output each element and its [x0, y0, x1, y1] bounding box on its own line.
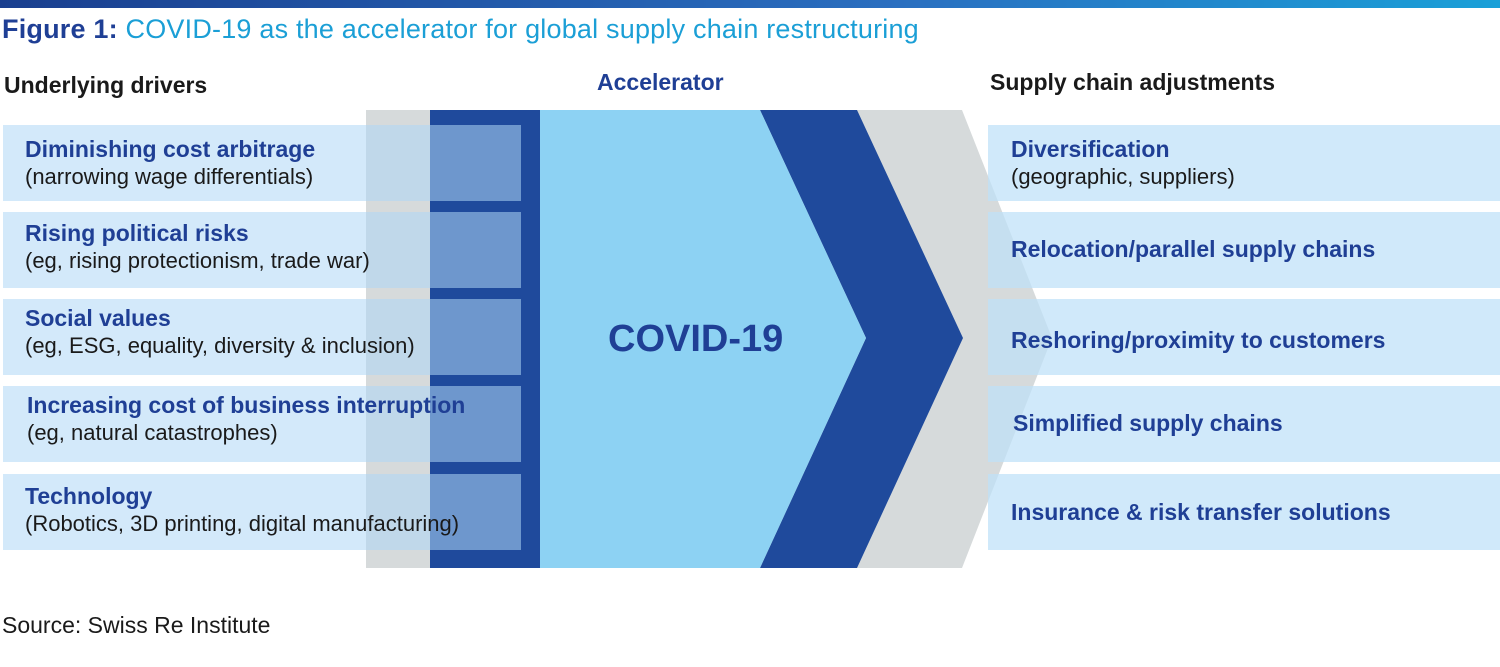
- adjustment-box-simplified: Simplified supply chains: [988, 386, 1500, 462]
- driver-title: Social values: [25, 305, 171, 331]
- adjustment-box-diversification: Diversification (geographic, suppliers): [988, 125, 1500, 201]
- driver-box-social-values: Social values (eg, ESG, equality, divers…: [3, 299, 521, 375]
- driver-box-cost-arbitrage: Diminishing cost arbitrage (narrowing wa…: [3, 125, 521, 201]
- driver-subtitle: (narrowing wage differentials): [25, 164, 314, 189]
- figure-title-text: COVID-19 as the accelerator for global s…: [125, 14, 919, 44]
- drivers-heading: Underlying drivers: [4, 72, 208, 98]
- adjustment-title: Reshoring/proximity to customers: [1011, 327, 1386, 353]
- adjustments-heading: Supply chain adjustments: [990, 69, 1275, 95]
- dark-blue-chevron: [760, 110, 963, 568]
- top-accent-bar: [0, 0, 1500, 8]
- driver-title: Technology: [25, 483, 153, 509]
- figure-title: Figure 1: COVID-19 as the accelerator fo…: [2, 14, 919, 45]
- figure-label: Figure 1:: [2, 14, 118, 44]
- driver-subtitle: (eg, rising protectionism, trade war): [25, 248, 370, 273]
- source-note: Source: Swiss Re Institute: [2, 612, 271, 638]
- adjustment-title: Insurance & risk transfer solutions: [1011, 499, 1391, 525]
- adjustment-title: Simplified supply chains: [1013, 410, 1283, 436]
- driver-subtitle: (eg, natural catastrophes): [27, 420, 278, 445]
- driver-title: Diminishing cost arbitrage: [25, 136, 316, 162]
- driver-title: Rising political risks: [25, 220, 249, 246]
- adjustment-subtitle: (geographic, suppliers): [1011, 164, 1235, 189]
- covid-label: COVID-19: [608, 318, 784, 360]
- driver-title: Increasing cost of business interruption: [27, 392, 466, 418]
- driver-subtitle: (eg, ESG, equality, diversity & inclusio…: [25, 333, 415, 358]
- adjustment-box-relocation: Relocation/parallel supply chains: [988, 212, 1500, 288]
- driver-subtitle: (Robotics, 3D printing, digital manufact…: [25, 511, 460, 536]
- driver-box-political-risks: Rising political risks (eg, rising prote…: [3, 212, 521, 288]
- adjustment-title: Diversification: [1011, 136, 1170, 162]
- accelerator-heading: Accelerator: [597, 69, 724, 95]
- driver-box-business-interruption: Increasing cost of business interruption…: [3, 386, 521, 462]
- light-blue-arrow: [540, 110, 866, 568]
- driver-box-technology: Technology (Robotics, 3D printing, digit…: [3, 474, 521, 550]
- adjustment-box-insurance: Insurance & risk transfer solutions: [988, 474, 1500, 550]
- adjustment-box-reshoring: Reshoring/proximity to customers: [988, 299, 1500, 375]
- adjustment-title: Relocation/parallel supply chains: [1011, 236, 1376, 262]
